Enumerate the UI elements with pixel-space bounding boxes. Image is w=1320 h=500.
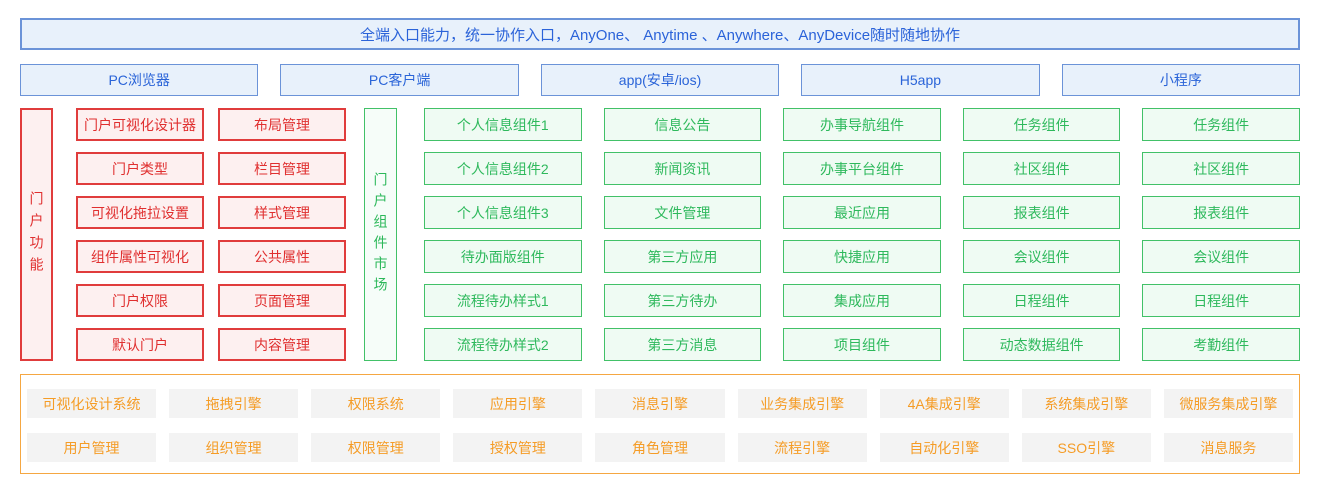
portal-functions-strip: 门户功能 <box>20 108 53 361</box>
portal-functions-column-2: 布局管理 栏目管理 样式管理 公共属性 页面管理 内容管理 <box>218 108 346 361</box>
component-box: 日程组件 <box>962 284 1121 317</box>
component-box: 社区组件 <box>1142 152 1300 185</box>
engine-box: SSO引擎 <box>1021 433 1151 462</box>
engine-box: 用户管理 <box>27 433 157 462</box>
component-box: 集成应用 <box>783 284 941 317</box>
component-box: 待办面版组件 <box>424 240 582 273</box>
feature-box: 样式管理 <box>218 196 346 229</box>
engine-box: 拖拽引擎 <box>169 389 299 418</box>
component-box: 动态数据组件 <box>962 328 1121 361</box>
entry-channel-pc-browser: PC浏览器 <box>20 64 259 96</box>
component-market-grid: 个人信息组件1 信息公告 办事导航组件 任务组件 任务组件 个人信息组件2 新闻… <box>424 108 1300 361</box>
feature-box: 内容管理 <box>218 328 346 361</box>
feature-box: 默认门户 <box>76 328 204 361</box>
feature-box: 组件属性可视化 <box>76 240 204 273</box>
component-box: 快捷应用 <box>783 240 941 273</box>
component-box: 第三方应用 <box>603 240 762 273</box>
component-box: 项目组件 <box>783 328 941 361</box>
feature-box: 门户可视化设计器 <box>76 108 204 141</box>
portal-functions-label: 门户功能 <box>28 190 45 279</box>
component-box: 会议组件 <box>1142 240 1300 273</box>
component-box: 信息公告 <box>603 108 762 141</box>
feature-box: 页面管理 <box>218 284 346 317</box>
component-box: 社区组件 <box>962 152 1121 185</box>
component-box: 任务组件 <box>1142 108 1300 141</box>
entry-channel-app: app(安卓/ios) <box>540 64 780 96</box>
component-box: 个人信息组件1 <box>424 108 582 141</box>
top-banner-text: 全端入口能力，统一协作入口，AnyOne、 Anytime 、Anywhere、… <box>359 26 961 44</box>
component-box: 第三方消息 <box>603 328 762 361</box>
component-market-strip: 门户组件市场 <box>364 108 397 361</box>
component-box: 新闻资讯 <box>603 152 762 185</box>
middle-section: 门户功能 门户可视化设计器 门户类型 可视化拖拉设置 组件属性可视化 门户权限 … <box>20 108 1300 361</box>
component-box: 流程待办样式2 <box>424 328 582 361</box>
engine-box: 4A集成引擎 <box>879 389 1009 418</box>
component-box: 日程组件 <box>1142 284 1300 317</box>
engine-box: 消息引擎 <box>595 389 725 418</box>
feature-box: 公共属性 <box>218 240 346 273</box>
component-box: 最近应用 <box>783 196 941 229</box>
component-box: 考勤组件 <box>1142 328 1300 361</box>
feature-box: 门户权限 <box>76 284 204 317</box>
engine-box: 组织管理 <box>169 433 299 462</box>
component-box: 报表组件 <box>1142 196 1300 229</box>
platform-engines-panel: 可视化设计系统 拖拽引擎 权限系统 应用引擎 消息引擎 业务集成引擎 4A集成引… <box>20 374 1300 474</box>
engine-box: 消息服务 <box>1163 433 1293 462</box>
feature-box: 可视化拖拉设置 <box>76 196 204 229</box>
entry-channel-h5app: H5app <box>801 64 1040 96</box>
engine-box: 业务集成引擎 <box>737 389 867 418</box>
component-box: 个人信息组件3 <box>424 196 582 229</box>
engine-box: 权限管理 <box>311 433 441 462</box>
component-box: 流程待办样式1 <box>424 284 582 317</box>
engine-box: 流程引擎 <box>737 433 867 462</box>
feature-box: 栏目管理 <box>218 152 346 185</box>
entry-channel-pc-client: PC客户端 <box>280 64 519 96</box>
component-box: 个人信息组件2 <box>424 152 582 185</box>
feature-box: 门户类型 <box>76 152 204 185</box>
feature-box: 布局管理 <box>218 108 346 141</box>
engine-box: 授权管理 <box>453 433 583 462</box>
component-box: 报表组件 <box>962 196 1121 229</box>
engine-box: 自动化引擎 <box>879 433 1009 462</box>
component-box: 办事平台组件 <box>783 152 941 185</box>
component-market-label: 门户组件市场 <box>372 171 389 298</box>
component-box: 第三方待办 <box>603 284 762 317</box>
engine-box: 应用引擎 <box>453 389 583 418</box>
top-banner: 全端入口能力，统一协作入口，AnyOne、 Anytime 、Anywhere、… <box>20 18 1300 50</box>
engine-box: 可视化设计系统 <box>27 389 157 418</box>
component-box: 会议组件 <box>962 240 1121 273</box>
engine-box: 系统集成引擎 <box>1021 389 1151 418</box>
entry-channel-miniprogram: 小程序 <box>1061 64 1301 96</box>
platform-engines-grid: 可视化设计系统 拖拽引擎 权限系统 应用引擎 消息引擎 业务集成引擎 4A集成引… <box>27 389 1293 462</box>
component-box: 任务组件 <box>962 108 1121 141</box>
engine-box: 权限系统 <box>311 389 441 418</box>
component-box: 文件管理 <box>603 196 762 229</box>
component-box: 办事导航组件 <box>783 108 941 141</box>
entry-channels-row: PC浏览器 PC客户端 app(安卓/ios) H5app 小程序 <box>20 64 1301 96</box>
portal-functions-column-1: 门户可视化设计器 门户类型 可视化拖拉设置 组件属性可视化 门户权限 默认门户 <box>76 108 204 361</box>
engine-box: 角色管理 <box>595 433 725 462</box>
engine-box: 微服务集成引擎 <box>1163 389 1293 418</box>
